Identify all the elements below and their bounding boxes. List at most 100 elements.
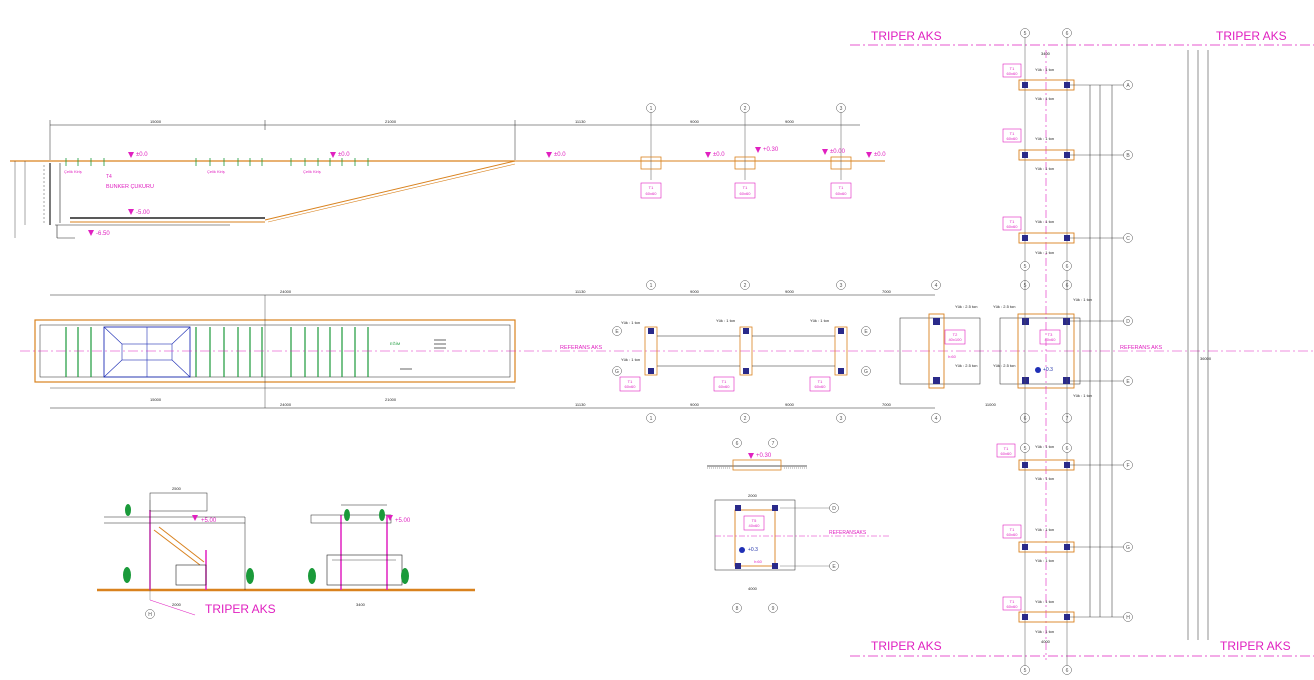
right-row-e: E bbox=[1126, 379, 1130, 385]
right-tag-t1-3: T1 bbox=[1010, 219, 1015, 224]
elev-left-dim-2500: 2500 bbox=[172, 486, 182, 491]
detail-axis-7: 7 bbox=[772, 441, 775, 447]
plan-load-2: Yük : 1 ton bbox=[621, 357, 640, 362]
right-col-5-mid-a: 5 bbox=[1024, 264, 1027, 270]
right-tag-t1-2-sub: 60x60 bbox=[1007, 136, 1019, 141]
detail-axis-8: 8 bbox=[736, 606, 739, 612]
top-tag-t1-a-sub: 60x60 bbox=[646, 191, 658, 196]
plan-axis-top-3: 3 bbox=[840, 283, 843, 289]
dim-9000-top-b: 9000 bbox=[785, 119, 795, 124]
conveyor-plan-piers bbox=[644, 313, 1081, 389]
dim-21000-top: 21000 bbox=[385, 119, 397, 124]
right-load-2: Yük : 1 ton bbox=[1035, 96, 1054, 101]
level-minus500: -5.00 bbox=[136, 210, 150, 216]
right-tag-t1-4-sub: 60x60 bbox=[1001, 451, 1013, 456]
plan-load-3: Yük : 1 ton bbox=[716, 318, 735, 323]
plan-tag-t3-sub: 40x60 bbox=[1045, 337, 1057, 342]
dim-11130-plan: 11130 bbox=[575, 289, 586, 294]
detail-h60: h:60 bbox=[754, 559, 763, 564]
right-dim-36000: 36000 bbox=[1200, 356, 1212, 361]
dim-24000-plan-b: 24000 bbox=[280, 402, 292, 407]
plan-load-10: Yük : 1 ton bbox=[1073, 393, 1092, 398]
right-col-5-top: 5 bbox=[1024, 31, 1027, 37]
right-load-1: Yük : 1 ton bbox=[1035, 67, 1054, 72]
top-tag-t1-c-sub: 60x60 bbox=[836, 191, 848, 196]
elev-left-dim-2000: 2000 bbox=[172, 602, 182, 607]
detail-tag-t5: T5 bbox=[752, 518, 757, 523]
egim-label: EĞİM bbox=[390, 341, 400, 346]
dim-9000-plan-a: 9000 bbox=[690, 289, 700, 294]
right-dim-4000-bottom: 4000 bbox=[1041, 639, 1051, 644]
plan-axis-mid-g: G bbox=[864, 369, 868, 375]
bunker-section bbox=[10, 120, 885, 239]
dim-9000-plan-d: 9000 bbox=[785, 402, 795, 407]
level-zero-2: ±0.0 bbox=[338, 152, 350, 158]
plan-tag-t1-c-sub: 60x60 bbox=[815, 384, 827, 389]
right-tag-t1-6-sub: 60x60 bbox=[1007, 604, 1019, 609]
dim-15000-top: 15000 bbox=[150, 119, 162, 124]
top-foundations bbox=[640, 156, 852, 170]
detail-tag-frame bbox=[743, 515, 765, 531]
dim-9000-top-a: 9000 bbox=[690, 119, 700, 124]
plan-tag-t2-sub: 40x100 bbox=[948, 337, 962, 342]
top-tag-t1-c: T1 bbox=[839, 185, 844, 190]
right-tag-t1-1-sub: 60x60 bbox=[1007, 71, 1019, 76]
right-load-11: Yük : 1 ton bbox=[1035, 599, 1054, 604]
right-col-5-bottom: 5 bbox=[1024, 668, 1027, 674]
plan-h60: h:60 bbox=[948, 354, 957, 359]
level-minus650: -6.50 bbox=[96, 231, 110, 237]
top-tag-t1-b-sub: 60x60 bbox=[740, 191, 752, 196]
elev-right-dim-3400: 3400 bbox=[356, 602, 366, 607]
plan-load-8: Yük : 2.5 ton bbox=[993, 363, 1015, 368]
elev-left-level-500: +5.00 bbox=[201, 518, 217, 524]
plan-tag-t1-a-sub: 60x60 bbox=[625, 384, 637, 389]
bunker-name: BUNKER ÇUKURU bbox=[106, 184, 154, 190]
right-tag-t1-1: T1 bbox=[1010, 66, 1015, 71]
triper-aks-label-bottom-right: TRIPER AKS bbox=[1220, 639, 1291, 653]
level-zero-6: ±0.0 bbox=[874, 152, 886, 158]
plan-load-4: Yük : 1 ton bbox=[810, 318, 829, 323]
right-row-b: B bbox=[1126, 153, 1130, 159]
plan-tag-t1-a: T1 bbox=[628, 379, 633, 384]
level-zero-1: ±0.0 bbox=[136, 152, 148, 158]
plan-tag-t3: T3 bbox=[1048, 332, 1053, 337]
right-dim-3400: 3400 bbox=[1041, 51, 1051, 56]
triper-aks-label-bottom-left: TRIPER AKS bbox=[871, 639, 942, 653]
plan-tags-frames bbox=[619, 329, 1061, 392]
detail-axis-6: 6 bbox=[736, 441, 739, 447]
right-load-3: Yük : 1 ton bbox=[1035, 136, 1054, 141]
plan-load-5: Yük : 2.5 ton bbox=[955, 304, 977, 309]
dim-15000-plan: 15000 bbox=[150, 397, 162, 402]
plan-load-7: Yük : 2.5 ton bbox=[955, 363, 977, 368]
plan-axis-left-g: G bbox=[615, 369, 619, 375]
detail-axis-d: D bbox=[832, 506, 836, 512]
top-axis-3: 3 bbox=[840, 106, 843, 112]
plan-axis-top-1: 1 bbox=[650, 283, 653, 289]
right-load-10: Yük : 1 ton bbox=[1035, 558, 1054, 563]
top-axis-2: 2 bbox=[744, 106, 747, 112]
dim-11130-top: 11130 bbox=[575, 119, 586, 124]
foundation-detail bbox=[707, 438, 890, 613]
detail-axis-9: 9 bbox=[772, 606, 775, 612]
triper-aks-label-top-right: TRIPER AKS bbox=[1216, 29, 1287, 43]
top-axis-lines bbox=[646, 103, 846, 180]
plan-tag-t2: T2 bbox=[953, 332, 958, 337]
top-foundation-tags bbox=[640, 182, 852, 199]
right-tag-t1-4: T1 bbox=[1004, 446, 1009, 451]
top-tag-t1-b: T1 bbox=[743, 185, 748, 190]
referans-aks-label-left: REFERANS AKS bbox=[560, 345, 603, 351]
right-row-h: H bbox=[1126, 615, 1130, 621]
level-zero-3: ±0.0 bbox=[554, 152, 566, 158]
detail-dim-4000: 4000 bbox=[748, 586, 758, 591]
plan-tag-t1-c: T1 bbox=[818, 379, 823, 384]
right-col-6-mid-b: 6 bbox=[1066, 446, 1069, 452]
detail-dim-2000: 2000 bbox=[748, 493, 758, 498]
plan-load-6: Yük : 2.5 ton bbox=[993, 304, 1015, 309]
detail-level-03: +0.3 bbox=[748, 547, 758, 553]
elev-right-level-500: +5.00 bbox=[395, 518, 411, 524]
plan-axis-top-2: 2 bbox=[744, 283, 747, 289]
plan-axis-left-e: E bbox=[615, 329, 619, 335]
dim-11130-plan-b: 11130 bbox=[575, 402, 586, 407]
celik-kiris-label-3: Çelik Kiriş bbox=[303, 169, 321, 174]
